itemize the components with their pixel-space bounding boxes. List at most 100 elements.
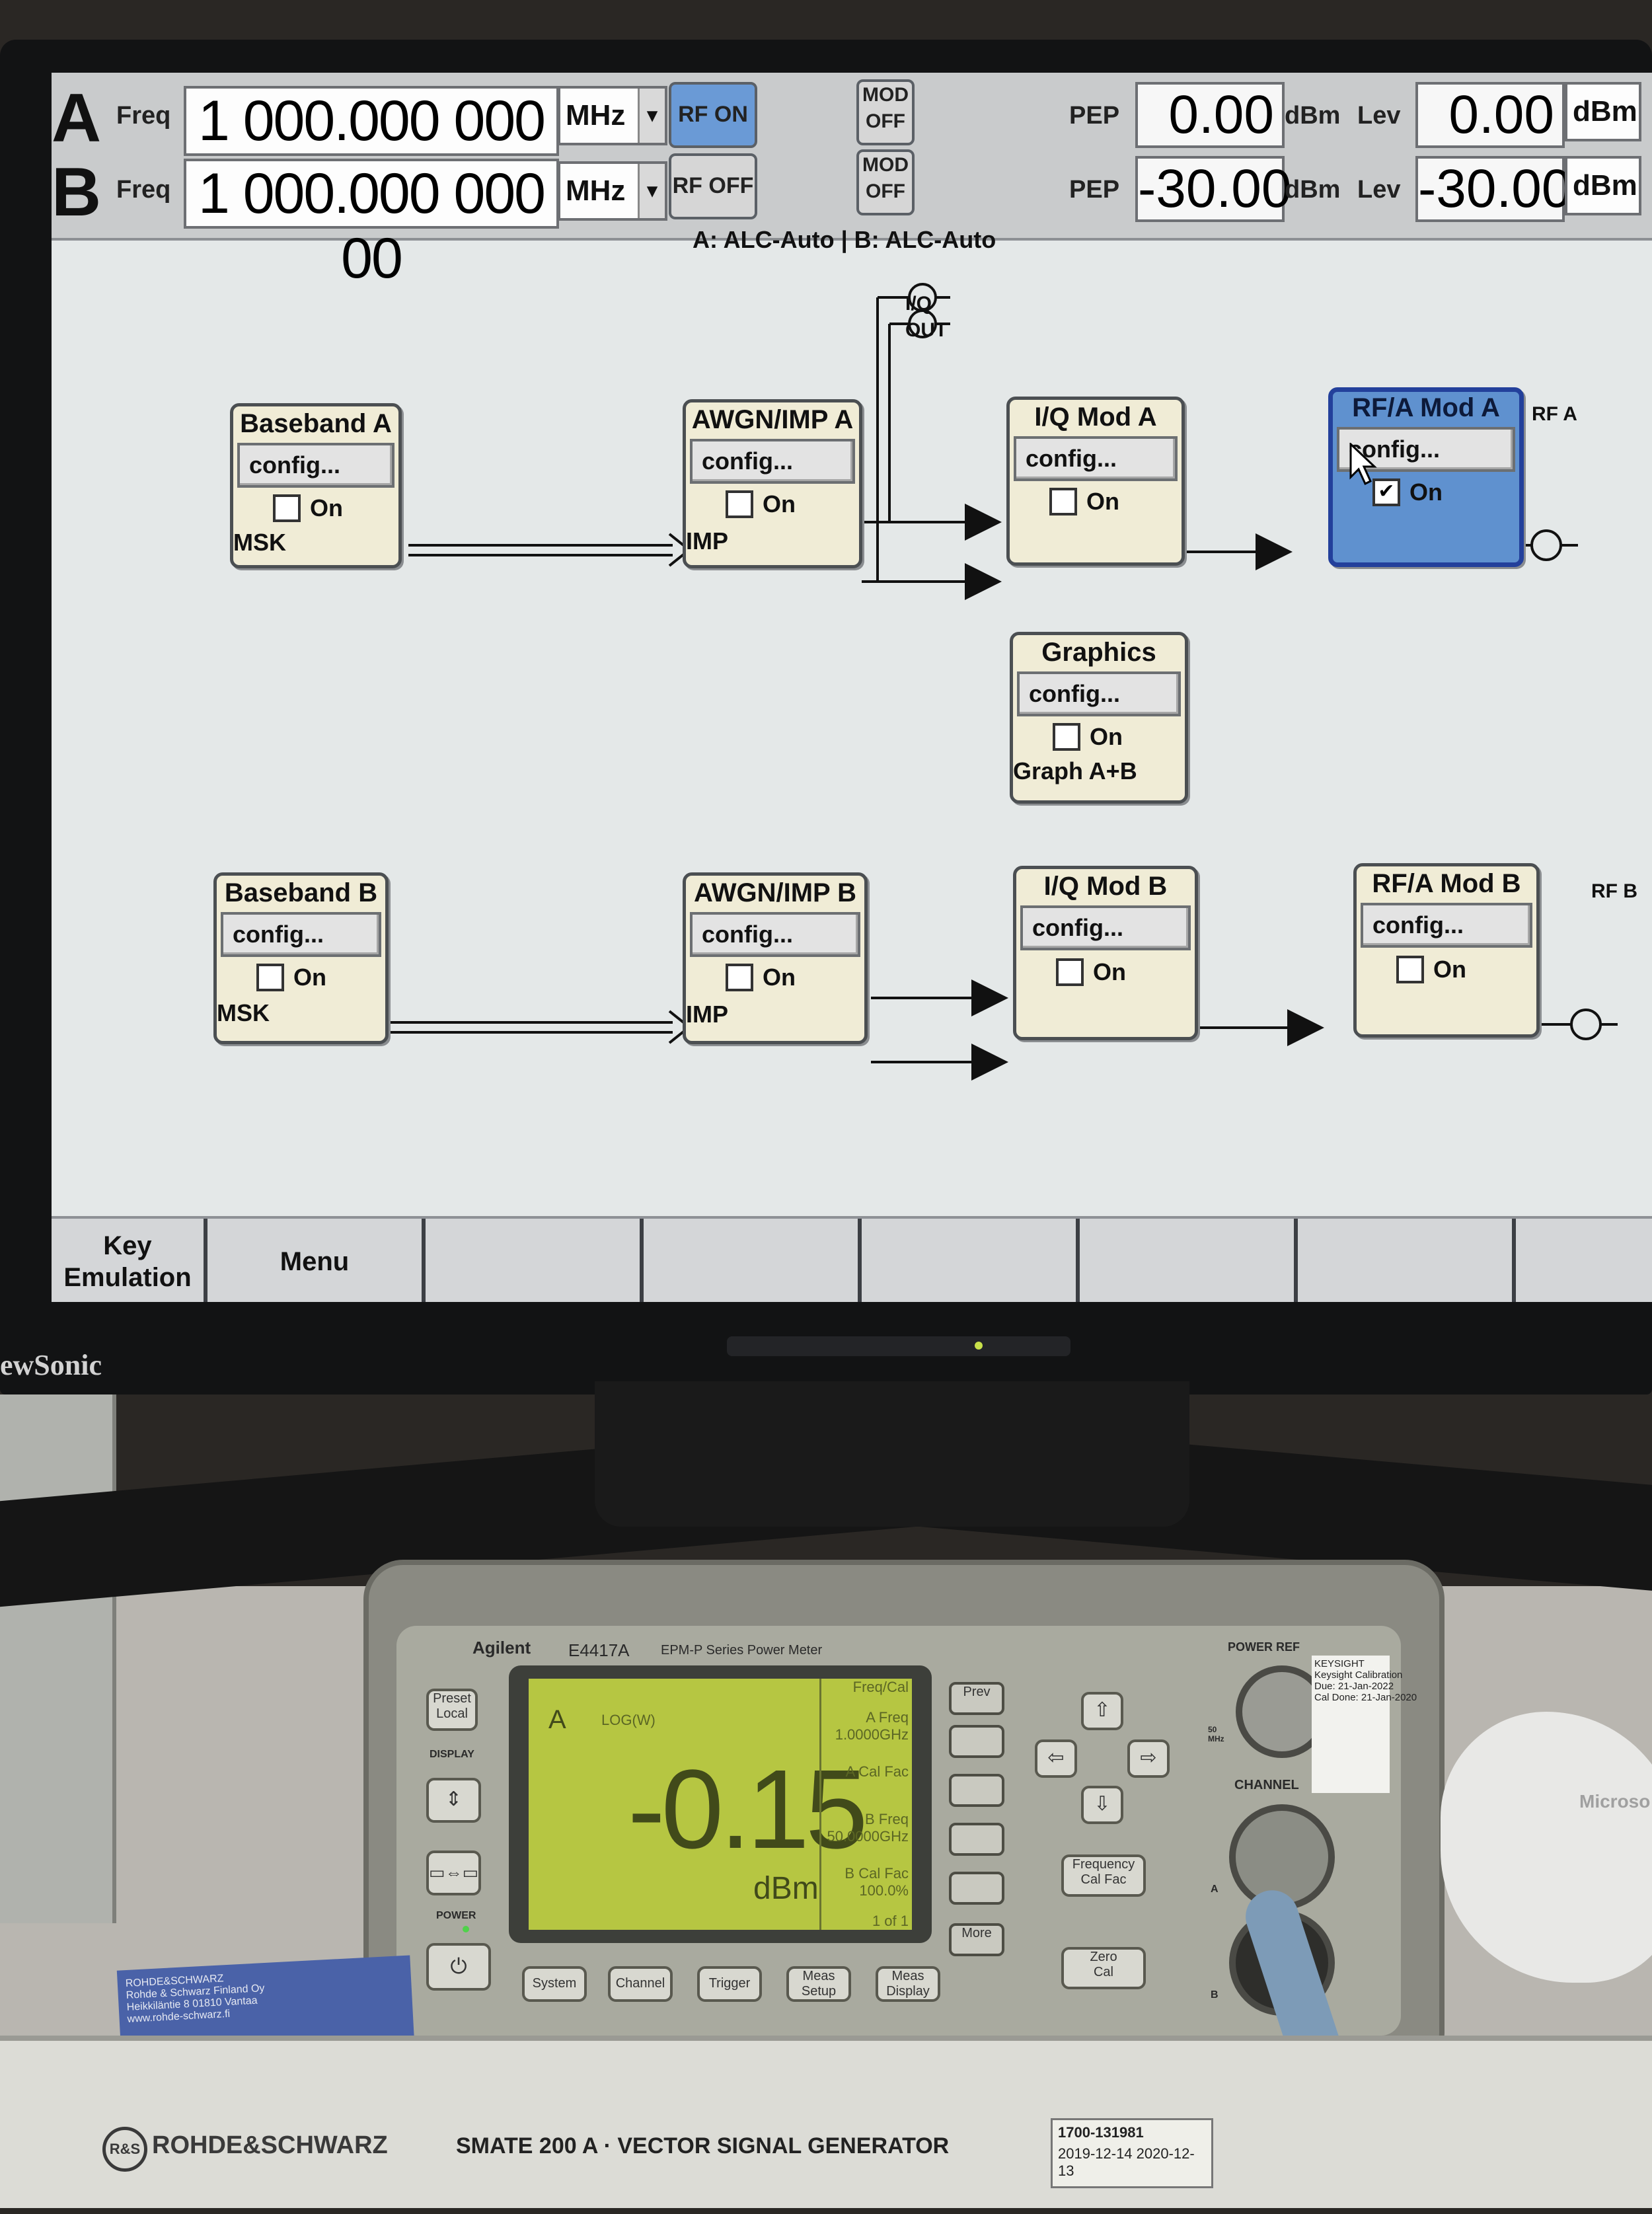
softkey-4[interactable]: [949, 1872, 1004, 1905]
on-toggle[interactable]: On: [686, 490, 859, 518]
signal-flow-lines: [382, 283, 1618, 1081]
config-button[interactable]: config...: [690, 439, 855, 484]
lev-b-field[interactable]: -30.00: [1415, 156, 1572, 222]
preset-local-button[interactable]: Preset Local: [426, 1689, 478, 1731]
lev-a-field[interactable]: 0.00: [1415, 82, 1565, 148]
lcd-right-8: 100.0%: [859, 1882, 909, 1899]
sticker-id: 1700-131981: [1058, 2124, 1144, 2141]
block-baseband-a[interactable]: Baseband A config... On MSK: [230, 403, 402, 568]
arrow-left-icon[interactable]: ⇦: [1035, 1739, 1077, 1778]
on-toggle[interactable]: ✔On: [1333, 478, 1519, 506]
softkey-key-emulation[interactable]: Key Emulation: [52, 1219, 207, 1302]
window-swap-button[interactable]: ▭⇔▭: [426, 1851, 481, 1895]
softkey-empty-7[interactable]: [1298, 1219, 1516, 1302]
power-label: POWER: [436, 1910, 476, 1921]
asset-sticker: 1700-131981 2019-12-14 2020-12-13: [1051, 2118, 1213, 2188]
frequency-cal-fac-button[interactable]: Frequency Cal Fac: [1061, 1854, 1146, 1897]
freq-b-field[interactable]: 1 000.000 000 00: [184, 159, 559, 290]
block-graphics[interactable]: Graphics config... On Graph A+B: [1010, 632, 1188, 804]
block-rf-mod-a[interactable]: RF/A Mod A config... ✔On: [1328, 387, 1524, 567]
checkbox[interactable]: [726, 964, 753, 991]
lcd-right-1: A Freq: [866, 1709, 909, 1726]
channel-button[interactable]: Channel: [608, 1966, 673, 2002]
softkey-empty-4[interactable]: [644, 1219, 862, 1302]
config-button[interactable]: config...: [1020, 905, 1191, 950]
on-label: On: [1090, 723, 1123, 750]
checkbox[interactable]: [1049, 488, 1077, 515]
alc-status: A: ALC-Auto | B: ALC-Auto: [693, 226, 996, 253]
on-toggle[interactable]: On: [1016, 958, 1195, 986]
block-rf-mod-b[interactable]: RF/A Mod B config... On: [1353, 863, 1540, 1038]
arrow-right-icon[interactable]: ⇨: [1127, 1739, 1170, 1778]
freq-a-unit-select[interactable]: MHz ▾: [558, 86, 667, 145]
meas-setup-button[interactable]: Meas Setup: [786, 1966, 851, 2002]
conn-a-label: A: [1211, 1884, 1219, 1895]
on-toggle[interactable]: On: [1010, 488, 1182, 515]
config-button[interactable]: config...: [237, 443, 394, 488]
config-button[interactable]: config...: [690, 912, 860, 957]
meas-display-button[interactable]: Meas Display: [876, 1966, 940, 2002]
softkey-1[interactable]: [949, 1725, 1004, 1758]
block-awgn-b[interactable]: AWGN/IMP B config... On IMP: [683, 872, 868, 1044]
checkbox[interactable]: [273, 494, 301, 522]
softkey-empty-6[interactable]: [1080, 1219, 1298, 1302]
mouse-brand: Microso: [1579, 1791, 1651, 1812]
freq-b-unit-select[interactable]: MHz ▾: [558, 161, 667, 221]
on-toggle[interactable]: On: [1013, 723, 1185, 751]
pep-b-field[interactable]: -30.00: [1135, 156, 1292, 222]
freq-a-unit: MHz: [566, 99, 626, 132]
pep-a-field[interactable]: 0.00: [1135, 82, 1285, 148]
checkbox[interactable]: [1056, 958, 1084, 986]
config-button[interactable]: config...: [221, 912, 381, 957]
config-button[interactable]: config...: [1017, 671, 1181, 716]
softkey-3[interactable]: [949, 1823, 1004, 1856]
lcd-right-5: B Freq: [864, 1811, 909, 1827]
on-toggle[interactable]: On: [1357, 956, 1536, 983]
checkbox[interactable]: [1053, 723, 1080, 751]
block-awgn-a[interactable]: AWGN/IMP A config... On IMP: [683, 399, 862, 568]
checkbox-checked[interactable]: ✔: [1372, 478, 1400, 506]
softkey-empty-3[interactable]: [426, 1219, 644, 1302]
config-button[interactable]: config...: [1361, 903, 1532, 948]
checkbox[interactable]: [1396, 956, 1424, 983]
block-title: RF/A Mod A: [1352, 393, 1500, 422]
chevron-down-icon: ▾: [638, 164, 665, 218]
block-mode-label: MSK: [217, 999, 270, 1026]
block-title: RF/A Mod B: [1372, 869, 1521, 898]
lcd-right-2: 1.0000GHz: [835, 1726, 909, 1743]
mod-b-button[interactable]: MOD OFF: [856, 149, 915, 215]
status-bar: A Freq 1 000.000 000 00 MHz ▾ RF ON MOD …: [52, 73, 1652, 290]
softkey-empty-8[interactable]: [1516, 1219, 1652, 1302]
more-button[interactable]: More: [949, 1923, 1004, 1956]
config-button[interactable]: config...: [1014, 436, 1178, 481]
block-iq-mod-a[interactable]: I/Q Mod A config... On: [1006, 397, 1185, 566]
on-toggle[interactable]: On: [233, 494, 398, 522]
display-toggle-button[interactable]: ⇕: [426, 1778, 481, 1823]
softkey-menu[interactable]: Menu: [207, 1219, 426, 1302]
freq-b-label: Freq: [116, 176, 171, 204]
on-toggle[interactable]: On: [686, 964, 864, 991]
signal-generator-front: [0, 2036, 1652, 2208]
prev-button[interactable]: Prev: [949, 1682, 1004, 1715]
monitor-control-buttons[interactable]: [727, 1336, 1070, 1356]
block-baseband-b[interactable]: Baseband B config... On MSK: [213, 872, 389, 1044]
rs-logo-icon: R&S: [102, 2127, 147, 2172]
rf-b-button[interactable]: RF OFF: [669, 153, 757, 219]
softkey-2[interactable]: [949, 1774, 1004, 1807]
block-iq-mod-b[interactable]: I/Q Mod B config... On: [1013, 866, 1198, 1040]
zero-cal-button[interactable]: Zero Cal: [1061, 1947, 1146, 1989]
on-toggle[interactable]: On: [217, 964, 385, 991]
arrow-down-icon[interactable]: ⇩: [1081, 1786, 1123, 1824]
mod-a-button[interactable]: MOD OFF: [856, 79, 915, 145]
checkbox[interactable]: [256, 964, 284, 991]
freq-a-field[interactable]: 1 000.000 000 00: [184, 86, 559, 217]
checkbox[interactable]: [726, 490, 753, 518]
power-button[interactable]: ⏻: [426, 1943, 491, 1991]
system-button[interactable]: System: [522, 1966, 587, 2002]
on-label: On: [763, 490, 796, 517]
trigger-button[interactable]: Trigger: [697, 1966, 762, 2002]
arrow-up-icon[interactable]: ⇧: [1081, 1692, 1123, 1730]
rf-a-button[interactable]: RF ON: [669, 82, 757, 148]
softkey-empty-5[interactable]: [862, 1219, 1080, 1302]
monitor-brand-logo: ewSonic: [0, 1349, 102, 1381]
